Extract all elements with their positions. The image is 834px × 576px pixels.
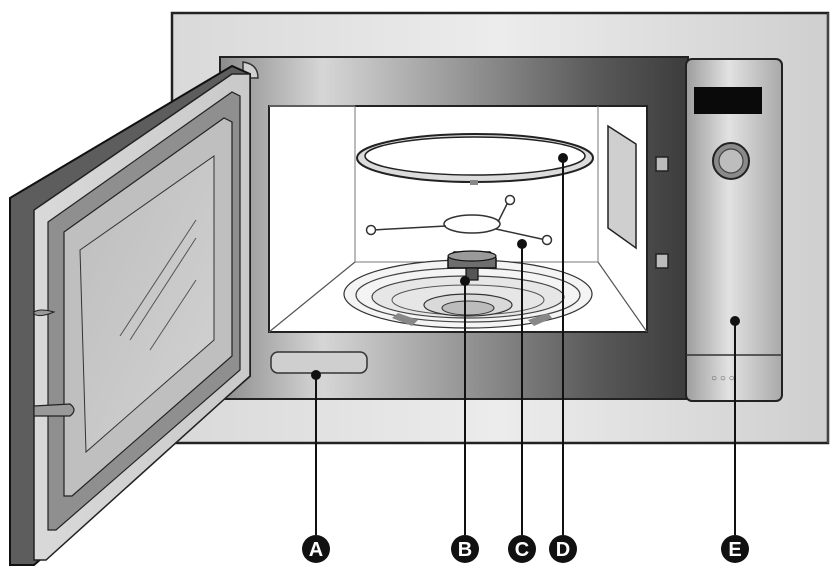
indicator-dots: ○ ○ ○ — [711, 373, 735, 384]
latch-slot-upper — [655, 156, 669, 172]
callout-e: E — [721, 316, 749, 563]
turntable-floor — [343, 259, 593, 329]
waveguide-cover — [607, 124, 637, 250]
callout-d-letter: D — [556, 539, 570, 561]
callout-c-letter: C — [515, 539, 529, 561]
turntable-coupler — [447, 250, 497, 281]
callout-c: C — [508, 239, 536, 563]
callout-b-letter: B — [458, 539, 472, 561]
door-latch-upper — [33, 309, 56, 317]
open-door — [9, 64, 251, 566]
door-latch-lower — [33, 403, 75, 417]
callout-a-letter: A — [309, 539, 323, 561]
label-plate — [270, 351, 368, 374]
callout-e-letter: E — [728, 539, 741, 561]
callout-layer: A B C D E — [302, 153, 749, 563]
callout-b: B — [451, 276, 479, 563]
roller-support — [365, 194, 553, 246]
glass-tray — [356, 133, 594, 185]
latch-slot-lower — [655, 253, 669, 269]
display-screen — [694, 87, 762, 114]
callout-a: A — [302, 370, 330, 563]
callout-d: D — [549, 153, 577, 563]
